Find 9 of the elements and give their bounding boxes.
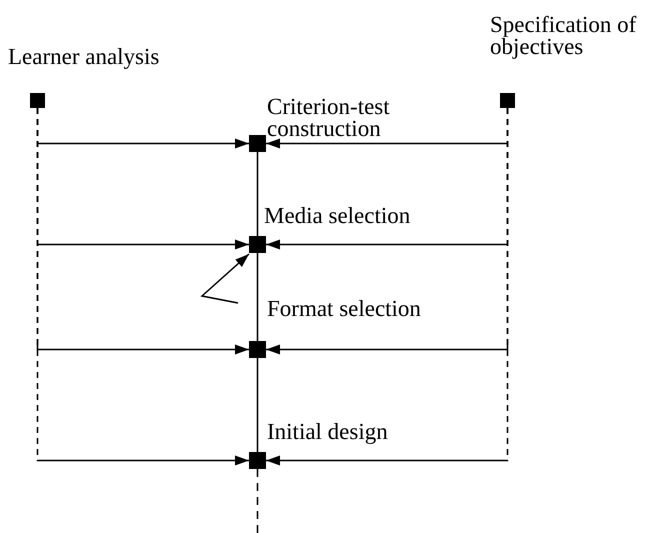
connector-arrow — [266, 108, 508, 466]
connector-arrow — [36, 108, 249, 466]
connector-arrow — [200, 253, 250, 304]
stage-label: Format selection — [267, 298, 422, 320]
stage-label: Learner analysis — [8, 46, 160, 68]
stage-label: Criterion-test construction — [267, 96, 391, 140]
stage-label: Specification of objectives — [490, 14, 638, 58]
stage-label: Media selection — [264, 205, 412, 227]
stage-label: Initial design — [267, 421, 389, 443]
